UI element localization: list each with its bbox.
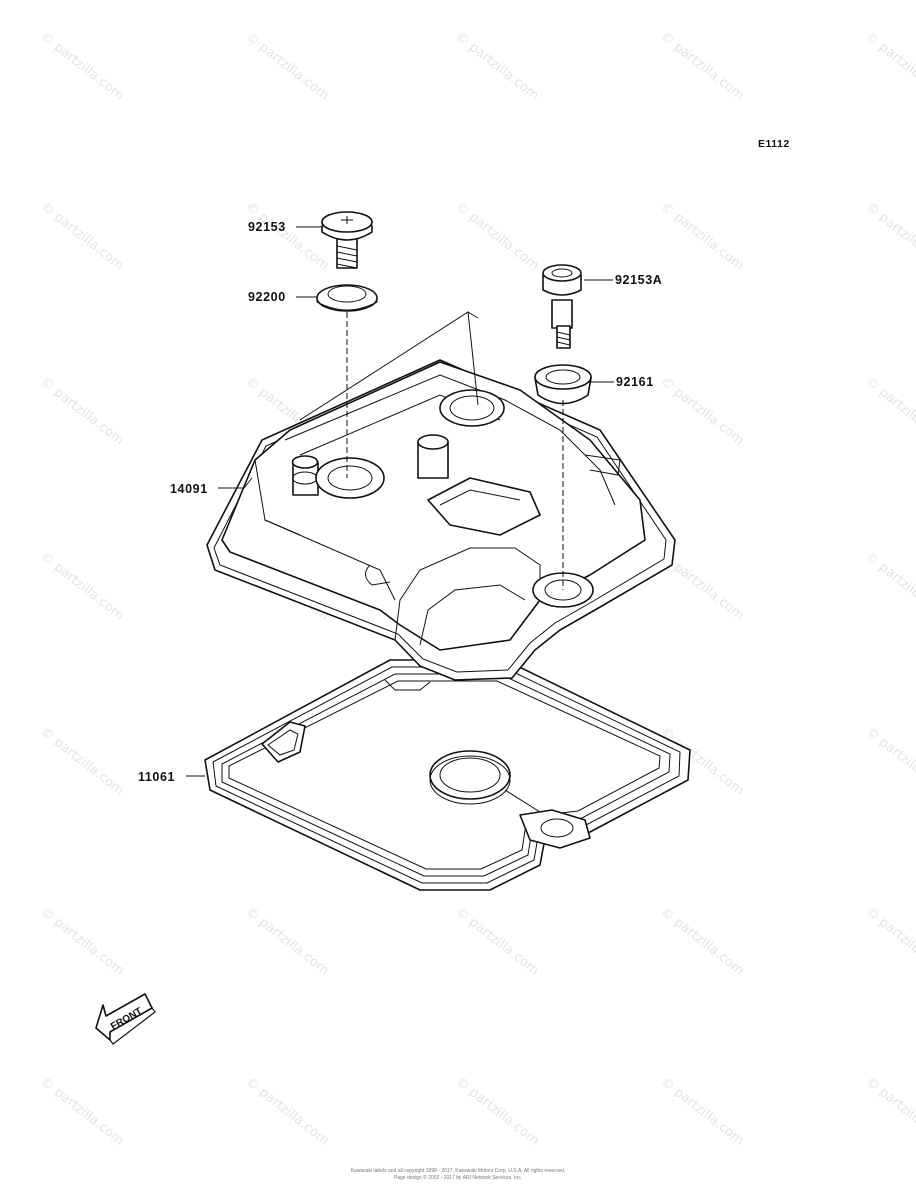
watermark-text: © partzilla.com — [658, 29, 747, 103]
footer-page-design: Page design © 2002 - 2017 by ARI Network… — [394, 1174, 522, 1181]
label-92161[interactable]: 92161 — [616, 375, 654, 389]
label-14091[interactable]: 14091 — [170, 482, 208, 496]
watermark-text: © partzilla.com — [658, 1074, 747, 1148]
footer-copyright: Kawasaki labels and all copyright 1998 -… — [351, 1168, 566, 1174]
watermark-text: © partzilla.com — [453, 904, 542, 978]
watermark-text: © partzilla.com — [38, 199, 127, 273]
watermark-text: © partzilla.com — [658, 199, 747, 273]
watermark-text: © partzilla.com — [38, 549, 127, 623]
watermark-text: © partzilla.com — [243, 199, 332, 273]
watermark-text: © partzilla.com — [38, 904, 127, 978]
bolt-92153-drawing — [321, 211, 373, 269]
watermark-text: © partzilla.com — [658, 374, 747, 448]
leader-lines — [186, 226, 614, 777]
watermark-text: © partzilla.com — [243, 29, 332, 103]
watermark-text: © partzilla.com — [38, 29, 127, 103]
label-92153A[interactable]: 92153A — [615, 273, 662, 287]
watermark-text: © partzilla.com — [38, 374, 127, 448]
label-92153[interactable]: 92153 — [248, 220, 286, 234]
watermark-text: © partzilla.com — [453, 29, 542, 103]
watermark-text: © partzilla.com — [863, 904, 916, 978]
bolt-92153A-drawing — [542, 264, 582, 349]
watermark-text: © partzilla.com — [863, 1074, 916, 1148]
head-cover-14091-drawing — [206, 359, 676, 681]
watermark-text: © partzilla.com — [38, 1074, 127, 1148]
front-arrow-icon: FRONT — [95, 993, 156, 1045]
watermark-text: © partzilla.com — [453, 1074, 542, 1148]
diagram-code: E1112 — [758, 138, 790, 150]
gasket-11061-drawing — [204, 659, 691, 891]
watermark-text: © partzilla.com — [38, 724, 127, 798]
watermark-text: © partzilla.com — [863, 29, 916, 103]
watermark-text: © partzilla.com — [243, 904, 332, 978]
watermark-text: © partzilla.com — [863, 549, 916, 623]
grommet-92161-drawing — [534, 364, 592, 405]
watermark-text: © partzilla.com — [453, 199, 542, 273]
watermark-text: © partzilla.com — [863, 724, 916, 798]
watermark-text: © partzilla.com — [243, 1074, 332, 1148]
watermark-text: © partzilla.com — [658, 904, 747, 978]
label-92200[interactable]: 92200 — [248, 290, 286, 304]
washer-92200-drawing — [316, 284, 378, 312]
label-11061[interactable]: 11061 — [138, 770, 175, 784]
watermark-text: © partzilla.com — [863, 199, 916, 273]
watermark-text: © partzilla.com — [863, 374, 916, 448]
